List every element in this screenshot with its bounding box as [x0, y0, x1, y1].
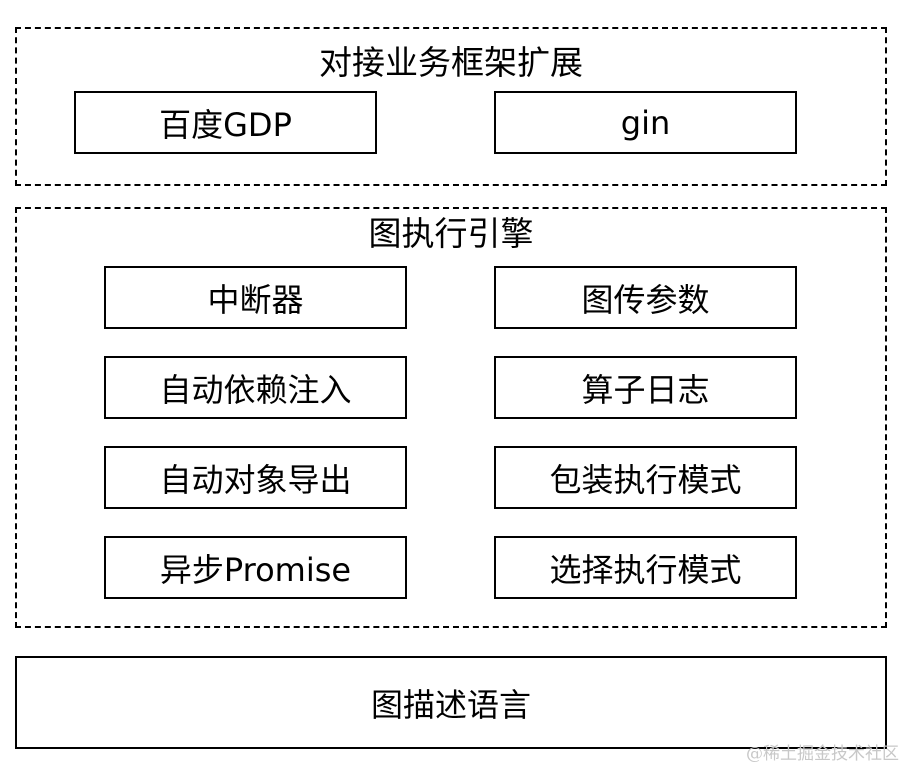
engine-box-auto-dependency-injection: 自动依赖注入	[104, 356, 407, 419]
engine-box-async-promise: 异步Promise	[104, 536, 407, 599]
graph-engine-group: 图执行引擎	[15, 207, 887, 628]
engine-box-label: 异步Promise	[159, 550, 352, 589]
engine-box-label: 自动依赖注入	[159, 370, 352, 409]
engine-box-wrap-exec-mode: 包装执行模式	[494, 446, 797, 509]
watermark: @稀土掘金技术社区	[746, 744, 899, 764]
framework-box-gin: gin	[494, 91, 797, 154]
graph-description-language-box: 图描述语言	[15, 656, 887, 749]
framework-box-label: gin	[620, 103, 671, 142]
engine-box-graph-params: 图传参数	[494, 266, 797, 329]
engine-box-label: 自动对象导出	[159, 460, 352, 499]
engine-box-select-exec-mode: 选择执行模式	[494, 536, 797, 599]
engine-box-operator-log: 算子日志	[494, 356, 797, 419]
engine-box-label: 图传参数	[581, 280, 710, 319]
engine-box-label: 中断器	[207, 280, 304, 319]
engine-box-label: 算子日志	[581, 370, 710, 409]
framework-box-baidu-gdp: 百度GDP	[74, 91, 377, 154]
graph-description-language-label: 图描述语言	[370, 685, 531, 724]
engine-box-auto-object-export: 自动对象导出	[104, 446, 407, 509]
framework-extension-title: 对接业务框架扩展	[319, 43, 583, 82]
engine-box-label: 包装执行模式	[549, 460, 742, 499]
engine-box-interrupter: 中断器	[104, 266, 407, 329]
engine-box-label: 选择执行模式	[549, 550, 742, 589]
graph-engine-title: 图执行引擎	[368, 214, 534, 253]
framework-extension-group: 对接业务框架扩展	[15, 27, 887, 186]
framework-box-label: 百度GDP	[159, 105, 292, 144]
